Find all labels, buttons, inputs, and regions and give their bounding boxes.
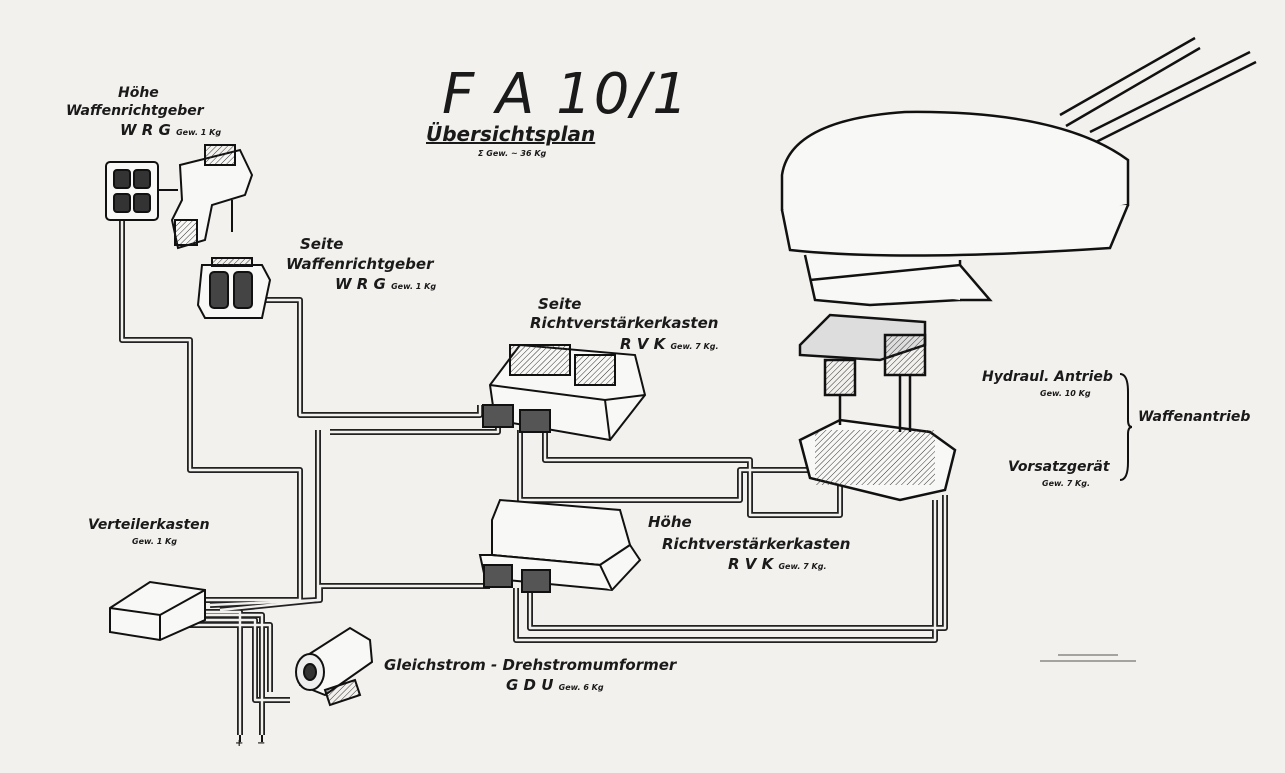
vorsatz-weight: Gew. 7 Kg.: [1042, 479, 1091, 488]
gdu-weight: Gew. 6 Kg: [558, 683, 604, 692]
gdu-device: [295, 626, 374, 707]
wrg-hoehe-line1: Höhe: [118, 85, 159, 101]
rvk-hoehe-abbr-text: R V K: [728, 555, 774, 573]
rvk-seite-abbr: R V K Gew. 7 Kg.: [620, 336, 718, 353]
wrg-hoehe-abbr-text: W R G: [120, 121, 171, 139]
diagram-subtitle: Übersichtsplan: [426, 122, 596, 146]
rvk-seite-device: [482, 343, 647, 442]
rvk-hoehe-abbr: R V K Gew. 7 Kg.: [728, 556, 826, 573]
wrg-seite-device: [196, 257, 272, 319]
diagram-title: F A 10/1: [442, 62, 690, 127]
waffenantrieb-bracket: [1119, 373, 1132, 481]
wrg-seite-abbr: W R G Gew. 1 Kg: [335, 276, 436, 293]
rvk-seite-line1: Seite: [538, 295, 582, 313]
wrg-seite-line1: Seite: [300, 235, 344, 253]
vorsatz-label: Vorsatzgerät: [1008, 459, 1110, 475]
gdu-abbr: G D U Gew. 6 Kg: [506, 677, 604, 694]
rvk-hoehe-line1: Höhe: [648, 513, 692, 531]
rvk-hoehe-line2: Richtverstärkerkasten: [662, 535, 851, 553]
power-terminals: [239, 735, 263, 742]
wrg-seite-weight: Gew. 1 Kg: [391, 282, 437, 291]
rvk-hoehe-device: [478, 498, 642, 593]
gdu-label: Gleichstrom - Drehstromumformer: [384, 656, 677, 674]
wrg-hoehe-abbr: W R G Gew. 1 Kg: [120, 122, 221, 139]
wrg-hoehe-line2: Waffenrichtgeber: [66, 103, 204, 119]
terminal-plus: +: [235, 738, 244, 749]
turret-device: [780, 36, 1257, 502]
verteiler-device: [109, 580, 206, 642]
archive-stamp: [1038, 652, 1138, 669]
hydraulik-weight: Gew. 10 Kg: [1040, 389, 1091, 398]
terminal-minus: −: [257, 738, 266, 749]
wrg-seite-abbr-text: W R G: [335, 275, 386, 293]
rvk-hoehe-weight: Gew. 7 Kg.: [778, 562, 827, 571]
rvk-seite-line2: Richtverstärkerkasten: [530, 314, 719, 332]
rvk-seite-weight: Gew. 7 Kg.: [670, 342, 719, 351]
wrg-seite-line2: Waffenrichtgeber: [286, 255, 434, 273]
verteiler-label: Verteilerkasten: [88, 517, 210, 533]
total-weight: Σ Gew. ~ 36 Kg: [478, 149, 547, 158]
cables: [119, 218, 948, 735]
waffenantrieb-label: Waffenantrieb: [1138, 409, 1251, 425]
wrg-hoehe-weight: Gew. 1 Kg: [176, 128, 222, 137]
gdu-abbr-text: G D U: [506, 676, 554, 694]
hydraulik-label: Hydraul. Antrieb: [982, 369, 1113, 385]
archive-stamp-mark: [1040, 654, 1136, 662]
verteiler-weight: Gew. 1 Kg: [132, 537, 177, 546]
rvk-seite-abbr-text: R V K: [620, 335, 666, 353]
wrg-hoehe-device: [105, 144, 254, 250]
